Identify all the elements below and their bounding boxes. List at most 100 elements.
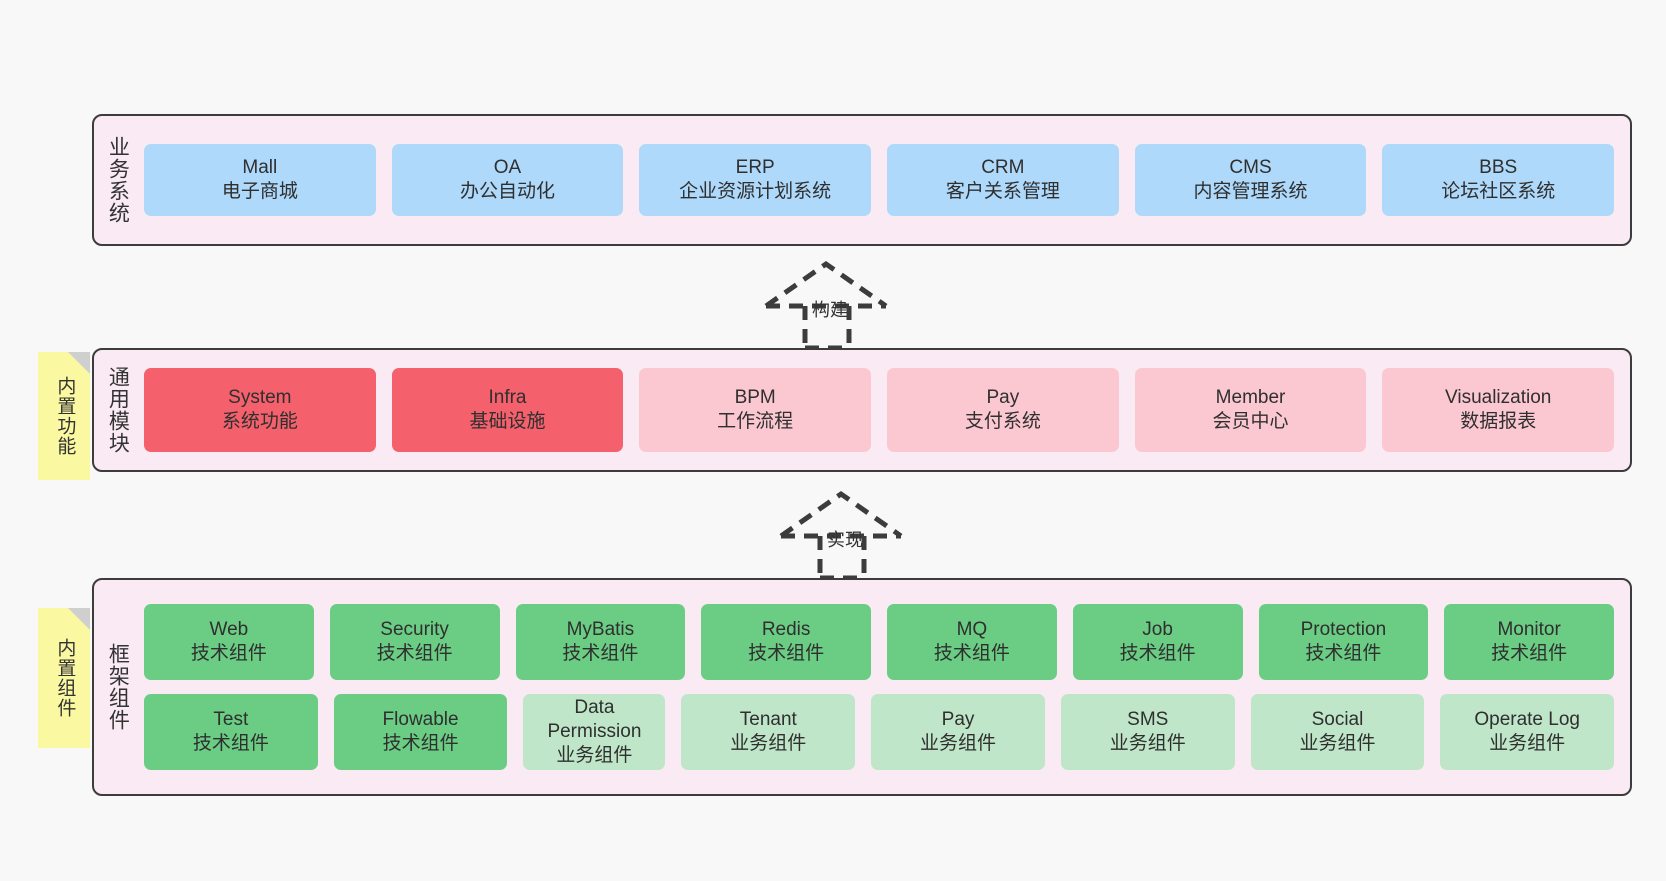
layer-common[interactable]: 通用模块 System 系统功能 Infra 基础设施 BPM 工作流程 Pay…	[92, 348, 1632, 472]
card-row: Test 技术组件 Flowable 技术组件 Data Permission …	[144, 694, 1615, 770]
card-visualization[interactable]: Visualization 数据报表	[1382, 368, 1615, 452]
card-title-en: MyBatis	[566, 618, 635, 640]
card-erp[interactable]: ERP 企业资源计划系统	[639, 144, 872, 216]
card-title-en: BBS	[1479, 156, 1518, 178]
card-mybatis[interactable]: MyBatis 技术组件	[515, 604, 686, 680]
card-cms[interactable]: CMS 内容管理系统	[1134, 144, 1367, 216]
card-monitor[interactable]: Monitor 技术组件	[1444, 604, 1614, 680]
card-title-en: Security	[380, 618, 449, 640]
card-title-en: Tenant	[739, 708, 797, 730]
connector-implement: 实现	[775, 488, 955, 581]
card-title-cn: 论坛社区系统	[1441, 181, 1556, 202]
card-title-en: CRM	[981, 156, 1025, 178]
card-title-en: Social	[1311, 708, 1364, 730]
note-fold-corner-icon	[68, 608, 90, 630]
card-web[interactable]: Web 技术组件	[144, 604, 314, 680]
card-title-cn: 技术组件	[382, 733, 459, 754]
card-title-en: Test	[213, 708, 249, 730]
card-bpm[interactable]: BPM 工作流程	[639, 368, 872, 452]
card-mq[interactable]: MQ 技术组件	[887, 604, 1057, 680]
card-test[interactable]: Test 技术组件	[144, 694, 318, 770]
card-title-en: SMS	[1127, 708, 1169, 730]
card-title-en: Infra	[488, 386, 527, 408]
note-builtin-components: 内置组件	[38, 608, 90, 748]
card-title-cn: 支付系统	[964, 411, 1041, 432]
card-title-en: Protection	[1300, 618, 1387, 640]
card-crm[interactable]: CRM 客户关系管理	[887, 144, 1119, 216]
card-oa[interactable]: OA 办公自动化	[391, 144, 624, 216]
layer-title-common: 通用模块	[106, 366, 130, 454]
card-title-en: Pay	[986, 386, 1020, 408]
card-data-permission[interactable]: Data Permission 业务组件	[523, 694, 666, 770]
layer-body-framework: Web 技术组件 Security 技术组件 MyBatis 技术组件 Redi…	[140, 580, 1630, 794]
card-title-cn: 业务组件	[1109, 733, 1186, 754]
card-title-en: Web	[209, 618, 249, 640]
card-job[interactable]: Job 技术组件	[1072, 604, 1243, 680]
note-builtin-features: 内置功能	[38, 352, 90, 480]
card-title-en: Operate Log	[1474, 708, 1580, 730]
card-title-en: Flowable	[382, 708, 459, 730]
card-member[interactable]: Member 会员中心	[1134, 368, 1367, 452]
card-title-en: MQ	[956, 618, 988, 640]
card-title-cn: 数据报表	[1460, 411, 1537, 432]
card-grid: Web 技术组件 Security 技术组件 MyBatis 技术组件 Redi…	[144, 604, 1615, 770]
card-operate-log[interactable]: Operate Log 业务组件	[1440, 694, 1615, 770]
card-title-en: Data Permission	[547, 696, 642, 742]
card-title-cn: 电子商城	[221, 181, 298, 202]
card-title-cn: 技术组件	[192, 733, 269, 754]
card-title-cn: 技术组件	[933, 643, 1010, 664]
card-title-cn: 内容管理系统	[1193, 181, 1308, 202]
connector-build-label: 构建	[812, 300, 848, 320]
card-title-cn: 技术组件	[190, 643, 267, 664]
card-title-en: Monitor	[1497, 618, 1561, 640]
connector-implement-label: 实现	[827, 530, 863, 550]
card-mall[interactable]: Mall 电子商城	[144, 144, 376, 216]
card-redis[interactable]: Redis 技术组件	[701, 604, 871, 680]
layer-framework[interactable]: 框架组件 Web 技术组件 Security 技术组件 MyBatis 技术组件	[92, 578, 1632, 796]
card-security[interactable]: Security 技术组件	[329, 604, 500, 680]
layer-title-framework: 框架组件	[106, 643, 130, 731]
card-title-en: CMS	[1229, 156, 1272, 178]
layer-title-business: 业务系统	[106, 136, 130, 224]
card-infra[interactable]: Infra 基础设施	[391, 368, 624, 452]
card-row: Web 技术组件 Security 技术组件 MyBatis 技术组件 Redi…	[144, 604, 1614, 680]
card-row: Mall 电子商城 OA 办公自动化 ERP 企业资源计划系统 CRM 客户关系…	[144, 144, 1615, 216]
layer-business[interactable]: 业务系统 Mall 电子商城 OA 办公自动化 ERP 企业资源计划系统 CRM…	[92, 114, 1632, 246]
card-flowable[interactable]: Flowable 技术组件	[333, 694, 508, 770]
card-title-cn: 业务组件	[1299, 733, 1376, 754]
card-title-en: BPM	[734, 386, 776, 408]
card-system[interactable]: System 系统功能	[144, 368, 376, 452]
card-title-cn: 企业资源计划系统	[679, 181, 832, 202]
card-title-en: ERP	[735, 156, 775, 178]
card-title-en: Pay	[941, 708, 975, 730]
card-title-cn: 业务组件	[730, 733, 807, 754]
connector-implement-arrow	[779, 490, 903, 581]
card-title-cn: 技术组件	[1491, 643, 1568, 664]
card-title-cn: 基础设施	[469, 411, 546, 432]
card-title-cn: 业务组件	[1489, 733, 1566, 754]
card-pay-module[interactable]: Pay 支付系统	[887, 368, 1119, 452]
card-title-cn: 办公自动化	[460, 181, 556, 202]
card-title-cn: 业务组件	[556, 745, 633, 767]
card-title-cn: 技术组件	[562, 643, 639, 664]
card-tenant[interactable]: Tenant 业务组件	[681, 694, 856, 770]
card-title-cn: 系统功能	[221, 411, 298, 432]
card-pay-component[interactable]: Pay 业务组件	[871, 694, 1045, 770]
card-bbs[interactable]: BBS 论坛社区系统	[1382, 144, 1615, 216]
note-fold-corner-icon	[68, 352, 90, 374]
card-title-en: Visualization	[1445, 386, 1552, 408]
card-title-en: Redis	[761, 618, 811, 640]
card-title-cn: 业务组件	[920, 733, 997, 754]
connector-build: 构建	[760, 258, 940, 351]
card-title-cn: 客户关系管理	[945, 181, 1060, 202]
card-sms[interactable]: SMS 业务组件	[1060, 694, 1235, 770]
card-title-en: Member	[1215, 386, 1286, 408]
card-title-en: Job	[1142, 618, 1173, 640]
card-title-cn: 技术组件	[1119, 643, 1196, 664]
connector-build-arrow	[764, 260, 888, 351]
card-title-en: System	[228, 386, 292, 408]
card-social[interactable]: Social 业务组件	[1250, 694, 1425, 770]
card-title-cn: 技术组件	[376, 643, 453, 664]
card-protection[interactable]: Protection 技术组件	[1258, 604, 1429, 680]
